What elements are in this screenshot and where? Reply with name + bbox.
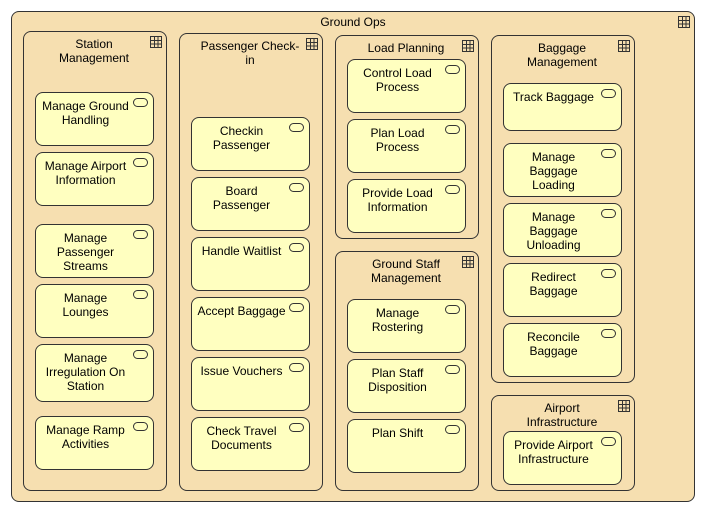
- service-redirect-baggage[interactable]: Redirect Baggage: [503, 263, 622, 317]
- component-icon: [678, 16, 690, 28]
- service-label: Control Load Process: [363, 66, 432, 94]
- service-label: Manage Lounges: [62, 291, 109, 319]
- service-icon: [133, 290, 148, 299]
- service-label: Checkin Passenger: [212, 124, 271, 152]
- group-title: Ground Staff Management: [370, 257, 442, 285]
- service-label: Manage Baggage Loading: [529, 150, 578, 192]
- group-title: Airport Infrastructure: [526, 401, 598, 429]
- service-icon: [289, 363, 304, 372]
- service-label: Provide Load Information: [362, 186, 433, 214]
- service-label: Plan Shift: [371, 426, 424, 440]
- service-icon: [445, 425, 460, 434]
- group-title: Passenger Check-in: [200, 39, 300, 67]
- service-label: Issue Vouchers: [200, 364, 283, 378]
- service-label: Manage Baggage Unloading: [526, 210, 581, 252]
- service-icon: [445, 185, 460, 194]
- service-checkin-passenger[interactable]: Checkin Passenger: [191, 117, 310, 171]
- service-label: Reconcile Baggage: [527, 330, 580, 358]
- service-label: Check Travel Documents: [206, 424, 277, 452]
- service-check-travel-documents[interactable]: Check Travel Documents: [191, 417, 310, 471]
- service-manage-ramp-activities[interactable]: Manage Ramp Activities: [35, 416, 154, 470]
- service-icon: [133, 230, 148, 239]
- component-icon: [306, 38, 318, 50]
- service-icon: [289, 423, 304, 432]
- service-icon: [601, 329, 616, 338]
- service-manage-rostering[interactable]: Manage Rostering: [347, 299, 466, 353]
- service-label: Provide Airport Infrastructure: [514, 438, 593, 466]
- service-manage-passenger-streams[interactable]: Manage Passenger Streams: [35, 224, 154, 278]
- service-label: Manage Rostering: [371, 306, 424, 334]
- service-icon: [601, 269, 616, 278]
- service-icon: [601, 209, 616, 218]
- service-control-load-process[interactable]: Control Load Process: [347, 59, 466, 113]
- service-issue-vouchers[interactable]: Issue Vouchers: [191, 357, 310, 411]
- service-icon: [133, 350, 148, 359]
- service-label: Plan Staff Disposition: [368, 366, 427, 394]
- service-board-passenger[interactable]: Board Passenger: [191, 177, 310, 231]
- service-manage-baggage-loading[interactable]: Manage Baggage Loading: [503, 143, 622, 197]
- service-label: Handle Waitlist: [201, 244, 282, 258]
- component-icon: [462, 40, 474, 52]
- group-title: Baggage Management: [526, 41, 598, 69]
- service-icon: [133, 158, 148, 167]
- service-plan-load-process[interactable]: Plan Load Process: [347, 119, 466, 173]
- service-icon: [445, 305, 460, 314]
- service-icon: [601, 89, 616, 98]
- service-plan-staff-disposition[interactable]: Plan Staff Disposition: [347, 359, 466, 413]
- service-label: Manage Irregulation On Station: [45, 351, 126, 393]
- service-label: Accept Baggage: [197, 304, 286, 318]
- service-label: Track Baggage: [513, 90, 594, 104]
- service-manage-irregulation-on-station[interactable]: Manage Irregulation On Station: [35, 344, 154, 402]
- service-icon: [601, 149, 616, 158]
- service-reconcile-baggage[interactable]: Reconcile Baggage: [503, 323, 622, 377]
- service-icon: [445, 125, 460, 134]
- service-label: Plan Load Process: [370, 126, 425, 154]
- service-manage-baggage-unloading[interactable]: Manage Baggage Unloading: [503, 203, 622, 257]
- component-icon: [618, 40, 630, 52]
- service-icon: [289, 303, 304, 312]
- service-accept-baggage[interactable]: Accept Baggage: [191, 297, 310, 351]
- service-icon: [289, 243, 304, 252]
- service-icon: [289, 183, 304, 192]
- component-icon: [150, 36, 162, 48]
- service-icon: [133, 98, 148, 107]
- group-title: Station Management: [58, 37, 130, 65]
- service-icon: [289, 123, 304, 132]
- component-icon: [618, 400, 630, 412]
- service-track-baggage[interactable]: Track Baggage: [503, 83, 622, 131]
- service-provide-load-information[interactable]: Provide Load Information: [347, 179, 466, 233]
- service-label: Manage Passenger Streams: [56, 231, 115, 273]
- service-icon: [133, 422, 148, 431]
- service-icon: [445, 65, 460, 74]
- service-label: Manage Ramp Activities: [46, 423, 125, 451]
- service-label: Manage Airport Information: [44, 159, 127, 187]
- ground-ops-title: Ground Ops: [320, 15, 386, 29]
- service-provide-airport-infrastructure[interactable]: Provide Airport Infrastructure: [503, 431, 622, 485]
- service-manage-lounges[interactable]: Manage Lounges: [35, 284, 154, 338]
- component-icon: [462, 256, 474, 268]
- service-plan-shift[interactable]: Plan Shift: [347, 419, 466, 473]
- service-label: Redirect Baggage: [529, 270, 578, 298]
- service-manage-airport-information[interactable]: Manage Airport Information: [35, 152, 154, 206]
- service-label: Manage Ground Handling: [42, 99, 129, 127]
- service-label: Board Passenger: [212, 184, 271, 212]
- service-manage-ground-handling[interactable]: Manage Ground Handling: [35, 92, 154, 146]
- service-icon: [601, 437, 616, 446]
- group-title: Load Planning: [367, 41, 445, 55]
- service-handle-waitlist[interactable]: Handle Waitlist: [191, 237, 310, 291]
- service-icon: [445, 365, 460, 374]
